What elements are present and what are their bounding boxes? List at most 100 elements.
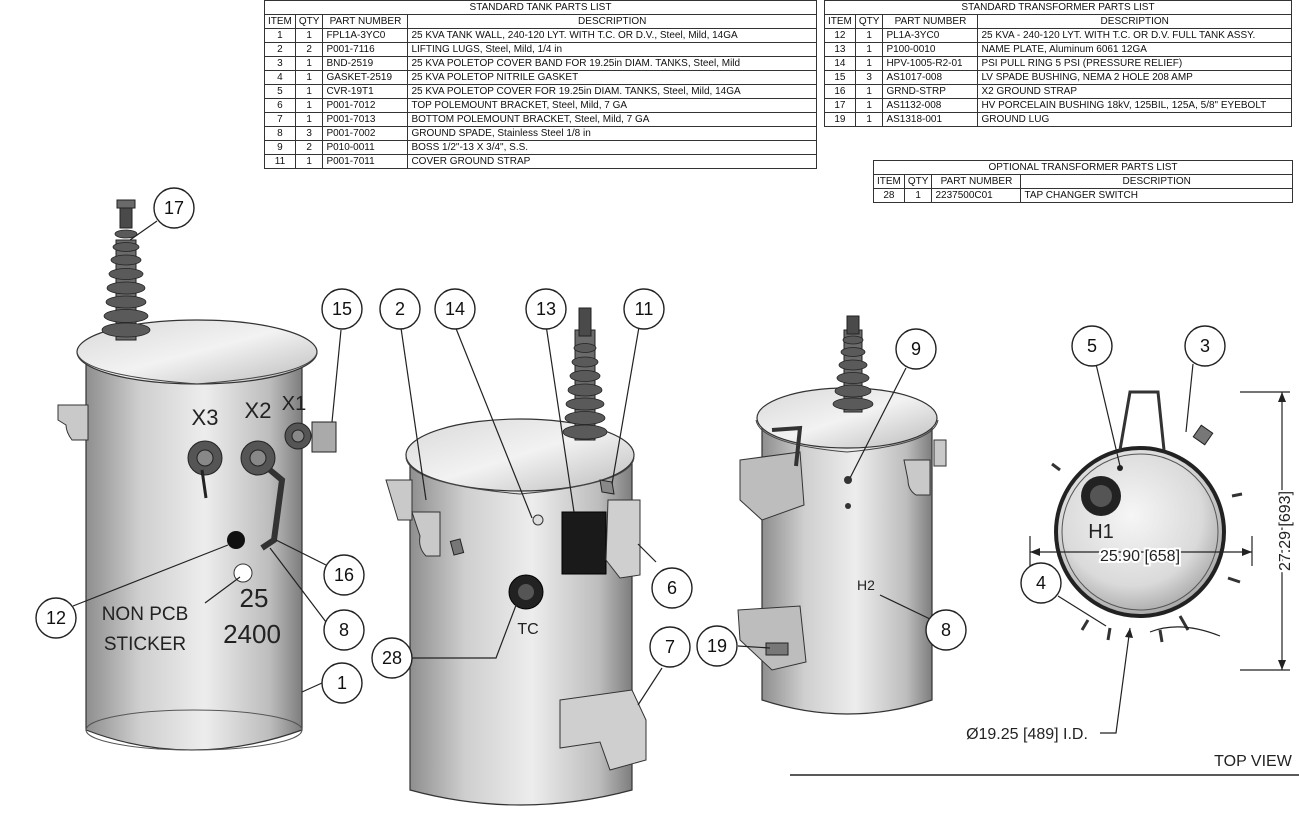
pressure-relief: [532, 514, 544, 526]
top-polemount-bracket: [739, 451, 805, 521]
marking-x1: X1: [282, 393, 306, 415]
svg-text:1: 1: [337, 673, 347, 693]
left-tank-view: X3 X2 X1 25 2400 NON PCB STICKER: [57, 199, 337, 751]
hv-bushing: [832, 315, 874, 413]
cell-part-number: P001-7011: [322, 154, 409, 169]
svg-text:5: 5: [1087, 336, 1097, 356]
svg-text:17: 17: [164, 198, 184, 218]
top-view-cover: [1054, 446, 1226, 618]
lv-bushing-x1: [284, 422, 312, 450]
cell-item: 11: [264, 154, 296, 169]
callout-9: 9: [895, 328, 937, 370]
svg-text:8: 8: [339, 620, 349, 640]
name-plate: [561, 511, 607, 575]
width-dimension: 25.90 [658]: [1100, 548, 1180, 565]
lifting-lug: [411, 511, 441, 557]
marking-kva: 25: [240, 583, 269, 613]
callout-8-left: 8: [323, 609, 365, 651]
bottom-polemount-bracket: [737, 605, 807, 671]
right-tank-view: H2: [737, 315, 947, 715]
callout-19: 19: [696, 625, 738, 667]
callout-17: 17: [153, 187, 195, 229]
callout-4: 4: [1020, 562, 1062, 604]
top-view: H1 25.90 [658] 27.29 [693] Ø19.25 [489] …: [790, 390, 1299, 776]
svg-text:19: 19: [707, 636, 727, 656]
svg-text:14: 14: [445, 299, 465, 319]
callout-5: 5: [1071, 325, 1113, 367]
standard-transformer-parts-table: STANDARD TRANSFORMER PARTS LIST ITEM QTY…: [824, 0, 1292, 127]
cell-item: 19: [824, 112, 856, 127]
svg-text:2: 2: [395, 299, 405, 319]
standard-tank-parts-table: STANDARD TANK PARTS LIST ITEM QTY PART N…: [264, 0, 817, 169]
label-sticker: STICKER: [104, 634, 186, 655]
callout-3: 3: [1184, 325, 1226, 367]
lv-bushing-x2: [240, 440, 276, 476]
callout-6: 6: [651, 567, 693, 609]
callout-7: 7: [649, 626, 691, 668]
callout-28: 28: [371, 637, 413, 679]
callout-12: 12: [35, 597, 77, 639]
svg-text:28: 28: [382, 648, 402, 668]
callout-11: 11: [623, 288, 665, 330]
svg-text:15: 15: [332, 299, 352, 319]
svg-text:13: 13: [536, 299, 556, 319]
svg-text:6: 6: [667, 578, 677, 598]
top-view-band-clamp: [1118, 390, 1166, 451]
lv-spade: [311, 421, 337, 453]
hv-bushing: [101, 199, 151, 341]
marking-tc: TC: [517, 621, 538, 638]
marking-x3: X3: [192, 405, 219, 430]
bottom-polemount-bracket: [559, 689, 647, 771]
height-dimension: 27.29 [693]: [1277, 491, 1294, 571]
callout-2: 2: [379, 288, 421, 330]
name-plate-hole: [227, 531, 245, 549]
cell-qty: 1: [854, 112, 884, 127]
svg-text:3: 3: [1200, 336, 1210, 356]
svg-text:7: 7: [665, 637, 675, 657]
cell-part-number: AS1318-001: [882, 112, 979, 127]
middle-tank-view: TC: [385, 307, 647, 806]
tank-body: [761, 419, 933, 715]
ground-strap: [260, 467, 286, 551]
tank-bottom-edge: [85, 709, 303, 751]
diameter-dimension: Ø19.25 [489] I.D.: [966, 726, 1088, 743]
callout-bubbles: 17 15 12 16 8 1 2 14 13 11 6 7 28 9 19 8…: [35, 187, 1226, 704]
label-non-pcb: NON PCB: [102, 604, 189, 625]
svg-text:12: 12: [46, 608, 66, 628]
top-polemount-bracket: [605, 499, 641, 579]
cell-description: COVER GROUND STRAP: [407, 154, 817, 169]
svg-text:4: 4: [1036, 573, 1046, 593]
ground-lug: [765, 642, 789, 656]
svg-text:11: 11: [635, 299, 654, 319]
top-view-label: TOP VIEW: [1214, 753, 1293, 770]
svg-text:16: 16: [334, 565, 354, 585]
optional-transformer-parts-table: OPTIONAL TRANSFORMER PARTS LIST ITEM QTY…: [873, 160, 1293, 203]
callout-16: 16: [323, 554, 365, 596]
lifting-lug: [903, 459, 931, 496]
callout-13: 13: [525, 288, 567, 330]
svg-text:8: 8: [941, 620, 951, 640]
marking-h2: H2: [857, 577, 875, 593]
cell-item: 28: [873, 188, 905, 203]
lifting-lug: [933, 439, 947, 467]
cell-part-number: 2237500C01: [931, 188, 1022, 203]
lifting-lug: [385, 479, 413, 521]
marking-h1: H1: [1088, 521, 1114, 543]
svg-text:9: 9: [911, 339, 921, 359]
cell-item: 9: [264, 140, 296, 155]
cell-item: 3: [264, 56, 296, 71]
marking-voltage: 2400: [223, 619, 281, 649]
cell-description: TAP CHANGER SWITCH: [1020, 188, 1293, 203]
hv-bushing: [562, 307, 608, 441]
cell-item: 6: [264, 98, 296, 113]
